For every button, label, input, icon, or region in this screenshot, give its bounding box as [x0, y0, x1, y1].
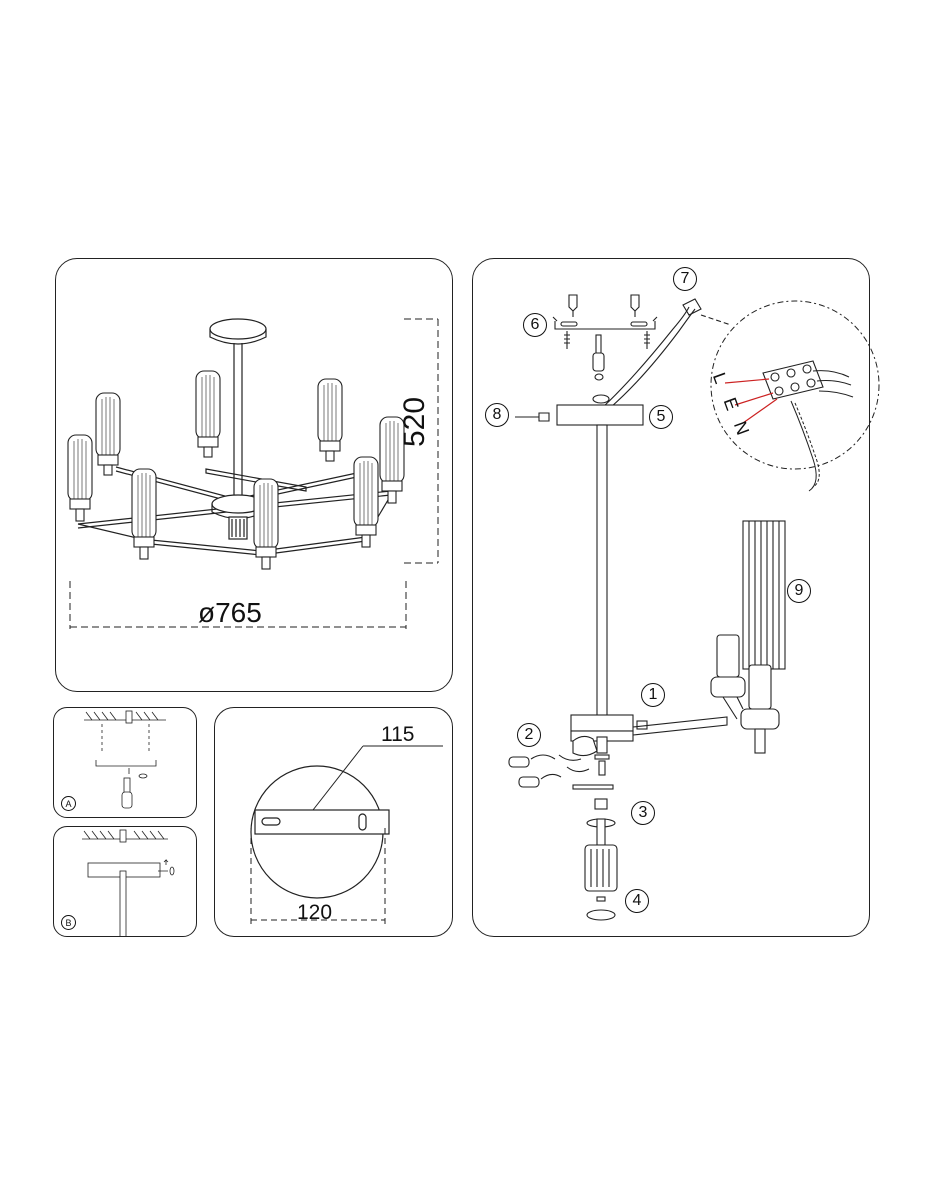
wire-n: [734, 392, 774, 406]
wire-l: [724, 378, 770, 384]
step-a-drawing: [84, 710, 166, 809]
step-b-marker: B: [61, 915, 76, 930]
callout-1: 1: [641, 683, 665, 707]
plate-length-label: 115: [381, 723, 415, 746]
step-a-marker: A: [61, 796, 76, 811]
overview-panel: 520 ø765: [55, 258, 453, 692]
mounting-plate-drawing: [250, 745, 443, 926]
diameter-dimension-label: ø765: [198, 597, 262, 628]
callout-7: 7: [673, 267, 697, 291]
chandelier-overview-drawing: [67, 318, 439, 629]
assembly-panel: L E N 6 7 8 5 9 1 2 3 4: [472, 258, 880, 937]
exploded-assembly-drawing: [508, 294, 880, 921]
step-a-panel: A: [53, 707, 197, 818]
callout-3: 3: [631, 801, 655, 825]
callout-5: 5: [649, 405, 673, 429]
step-b-panel: B: [53, 826, 197, 937]
callout-9: 9: [787, 579, 811, 603]
callout-4: 4: [625, 889, 649, 913]
callout-8: 8: [485, 403, 509, 427]
callout-2: 2: [517, 723, 541, 747]
canopy-diameter-label: 120: [297, 901, 333, 924]
callout-6: 6: [523, 313, 547, 337]
height-dimension-label: 520: [398, 396, 431, 447]
step-b-drawing: [82, 829, 175, 936]
mounting-plate-panel: 115 120: [214, 707, 453, 937]
